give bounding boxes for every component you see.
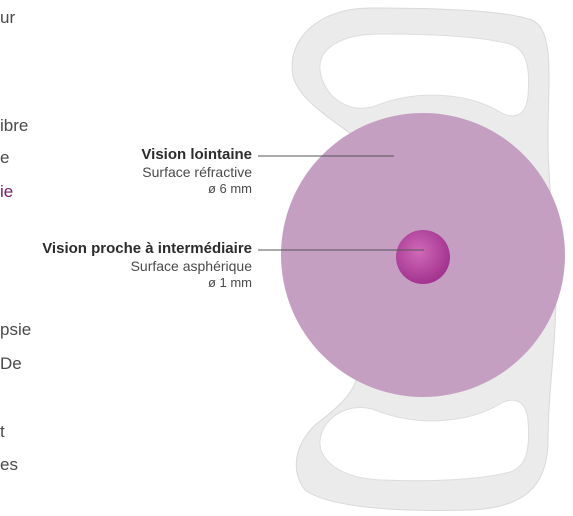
- text-fragment: psie: [0, 320, 32, 339]
- label-diameter: ø 1 mm: [207, 275, 252, 290]
- text-fragment: e: [0, 148, 10, 167]
- label-diameter: ø 6 mm: [207, 181, 252, 196]
- optic-aspheric-center: [396, 230, 450, 284]
- text-fragment: t: [0, 422, 5, 441]
- text-fragment: De: [0, 354, 22, 373]
- text-fragment: ur: [0, 8, 16, 27]
- text-fragment: ibre: [0, 116, 29, 135]
- text-fragment-highlight: ie: [0, 182, 14, 201]
- label-vision-lointaine: Vision lointaine Surface réfractive ø 6 …: [141, 146, 252, 197]
- upper-haptic-opening: [319, 33, 530, 117]
- text-fragment: es: [0, 455, 18, 474]
- label-subtitle: Surface asphérique: [130, 258, 252, 274]
- label-title: Vision lointaine: [141, 146, 252, 163]
- label-subtitle: Surface réfractive: [142, 164, 252, 180]
- label-title: Vision proche à intermédiaire: [42, 240, 252, 257]
- label-vision-proche: Vision proche à intermédiaire Surface as…: [42, 240, 252, 291]
- lower-haptic-opening: [319, 399, 530, 482]
